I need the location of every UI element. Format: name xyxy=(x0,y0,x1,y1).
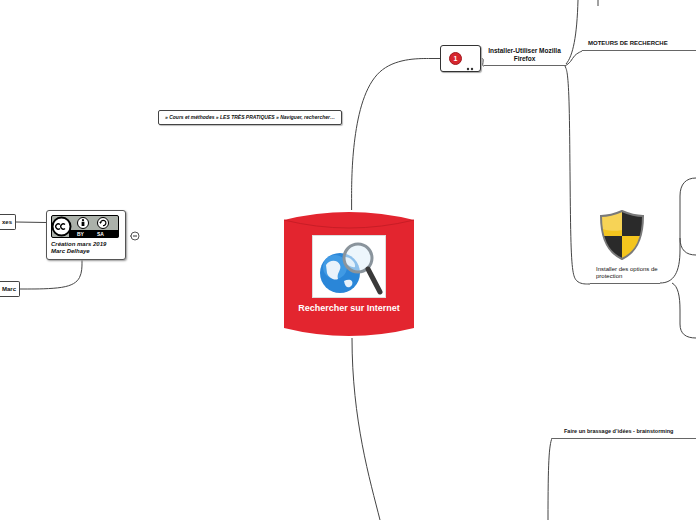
shield-icon xyxy=(598,208,646,262)
node-text: Marc xyxy=(2,285,16,293)
cut-off-box: xes xyxy=(0,214,16,230)
breadcrumb-box: » Cours et méthodes » LES TRÈS PRATIQUES… xyxy=(158,110,342,125)
branch-line xyxy=(680,238,696,255)
central-topic: Rechercher sur Internet xyxy=(284,210,414,338)
branch-line xyxy=(598,0,599,6)
branch-line xyxy=(548,438,552,520)
icon xyxy=(51,215,119,238)
branch-connector xyxy=(20,260,82,289)
node-text: MOTEURS DE RECHERCHE xyxy=(588,40,696,47)
topic-label: Installer des options de protection xyxy=(590,208,660,284)
callout-number: 1 xyxy=(449,52,462,65)
branch-line xyxy=(660,178,696,283)
branch-line xyxy=(672,283,696,338)
branch-connector xyxy=(565,66,590,284)
node-text: Création mars 2019 Marc Delhaye xyxy=(51,241,119,255)
globe-magnifier-icon xyxy=(312,235,386,298)
badge-text: BY xyxy=(77,231,84,237)
more-dots xyxy=(466,67,474,71)
badge-text: SA xyxy=(97,231,104,237)
node-text: Faire un brassage d’idées - brainstormin… xyxy=(564,428,696,435)
collapse-button xyxy=(131,232,139,240)
cut-off-box: Marc xyxy=(0,281,20,297)
branch-connector xyxy=(16,222,46,224)
node-text: » Cours et méthodes » LES TRÈS PRATIQUES… xyxy=(165,114,335,121)
node-text: Installer-Utiliser Mozilla Firefox xyxy=(484,47,565,62)
node-text: Installer des options de protection xyxy=(596,266,658,280)
node-text: xes xyxy=(2,218,12,226)
icon xyxy=(598,208,646,262)
number-box: 1 xyxy=(440,45,481,72)
topic-label: MOTEURS DE RECHERCHE xyxy=(582,40,696,51)
node-text: Rechercher sur Internet xyxy=(298,303,400,313)
icon xyxy=(312,235,386,298)
topic-label: Faire un brassage d’idées - brainstormin… xyxy=(552,428,696,439)
branch-line xyxy=(352,338,380,520)
license-box: Création mars 2019 Marc Delhaye BY SA xyxy=(46,210,126,260)
icon xyxy=(466,57,474,61)
cc-by-sa-badge xyxy=(51,215,119,238)
branch-connector xyxy=(352,59,440,211)
topic-label: Installer-Utiliser Mozilla Firefox xyxy=(484,47,565,66)
branch-connector xyxy=(565,51,582,66)
